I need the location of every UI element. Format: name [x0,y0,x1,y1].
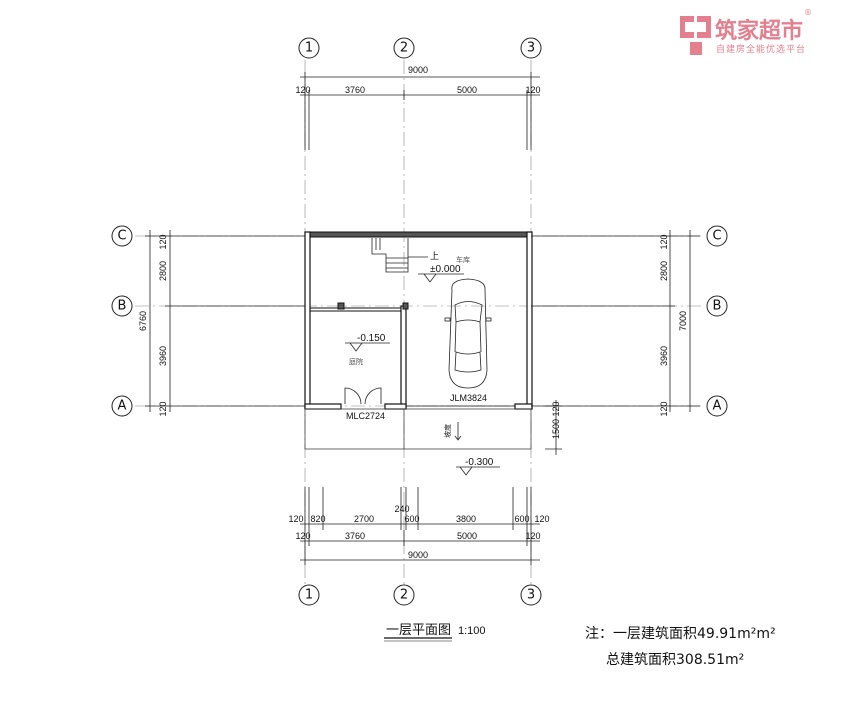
title-name: 一层平面图 [386,623,451,638]
svg-text:C: C [117,229,126,244]
bottom-dim-segment: 120 [295,531,310,541]
axis-bubble-left-b: B [111,295,133,317]
top-dim-segment: 3760 [345,85,365,95]
right-dim-segment: 3960 [659,346,669,366]
building-walls [304,231,533,450]
left-dim-segment: 3960 [158,346,168,366]
right-dim-segment: 120 [659,234,669,249]
porch-dimension: 1500 [551,419,561,439]
bottom-dim-segment: 3760 [345,531,365,541]
left-dim-segment: 2800 [158,261,168,281]
axis-bubble-left-a: A [111,395,133,417]
top-dim-segment: 5000 [457,85,477,95]
level-marker-outside: -0.300 [456,457,500,476]
axis-bubble-right-a: A [706,395,728,417]
svg-text:3: 3 [527,41,535,56]
stair: 上 [371,238,439,273]
stair-up-label: 上 [430,251,439,262]
svg-text:1: 1 [305,41,313,56]
level-marker-garage: ±0.000 [418,264,464,283]
bottom-detail-dim: 820 [310,514,325,524]
svg-text:2: 2 [400,41,408,56]
brand-logo: 筑家超市 ® 自建房全能优选平台 [680,8,812,55]
logo-brand-name: 筑家超市 [715,18,803,44]
svg-text:2: 2 [400,588,408,603]
bottom-detail-dim: 3800 [456,514,476,524]
axis-bubble-right-b: B [706,295,728,317]
right-dim-segment: 120 [659,401,669,416]
logo-registered-mark: ® [804,8,812,17]
bottom-detail-dim: 120 [534,514,549,524]
room-label-courtyard: 庭院 [349,357,363,366]
bottom-dimension-chain: 120 820 2700 240 600 3800 600 120 120 37… [288,487,550,565]
room-label-garage: 车库 [456,255,470,264]
right-dim-segment: 2800 [659,261,669,281]
bottom-detail-dim: 600 [404,514,419,524]
door-mlc2724: MLC2724 [344,387,385,421]
porch-dimension: 120 [551,401,561,416]
axis-bubble-bottom-2: 2 [393,584,415,606]
logo-tagline: 自建房全能优选平台 [716,43,806,55]
top-dimension-chain: 9000 120 3760 5000 120 [295,65,541,150]
svg-text:-0.300: -0.300 [465,457,494,468]
left-dim-segment: 120 [158,401,168,416]
door-label-mlc: MLC2724 [346,411,385,421]
axis-bubble-top-1: 1 [298,37,320,59]
drawing-title: 一层平面图 1:100 [384,623,486,642]
logo-mark-icon [680,16,711,55]
axis-bubble-right-c: C [706,225,728,247]
door-label-jlm: JLM3824 [450,393,487,403]
axis-bubble-bottom-3: 3 [520,584,542,606]
left-dimension-chain: 120 2800 3960 120 6760 [138,230,305,417]
bottom-dim-segment: 120 [525,531,540,541]
level-marker-courtyard: -0.150 [345,333,390,352]
note-total-area: 总建筑面积308.51m² [606,652,744,668]
top-dim-segment: 120 [525,85,540,95]
top-total-dimension: 9000 [408,65,428,75]
left-total-dimension: 6760 [138,311,148,331]
svg-text:B: B [118,299,127,314]
axis-bubble-left-c: C [111,225,133,247]
bottom-detail-dim: 600 [514,514,529,524]
left-dim-segment: 120 [158,234,168,249]
axis-bubble-bottom-1: 1 [298,584,320,606]
right-total-dimension: 7000 [678,311,688,331]
car-icon [444,278,492,389]
svg-text:1: 1 [305,588,313,603]
grid-lines [135,60,705,585]
bottom-detail-dim: 120 [288,514,303,524]
axis-bubble-top-3: 3 [520,37,542,59]
slope-arrow-icon: 坡度 [443,422,462,441]
svg-text:-0.150: -0.150 [357,333,386,344]
axis-bubble-top-2: 2 [393,37,415,59]
svg-text:B: B [713,299,722,314]
svg-text:3: 3 [527,588,535,603]
bottom-dim-segment: 5000 [457,531,477,541]
note-floor-area: 注：一层建筑面积49.91m²m² [585,626,776,642]
title-scale: 1:100 [458,625,486,637]
top-dim-segment: 120 [295,85,310,95]
slope-label: 坡度 [443,424,452,438]
right-dimension-chain: 120 2800 3960 120 7000 1500 120 [531,230,700,455]
svg-text:±0.000: ±0.000 [430,264,461,275]
bottom-detail-dim: 2700 [354,514,374,524]
svg-text:C: C [712,229,721,244]
bottom-total-dimension: 9000 [408,550,428,560]
svg-text:A: A [713,399,722,414]
svg-text:A: A [118,399,127,414]
bottom-detail-dim: 240 [394,504,409,514]
